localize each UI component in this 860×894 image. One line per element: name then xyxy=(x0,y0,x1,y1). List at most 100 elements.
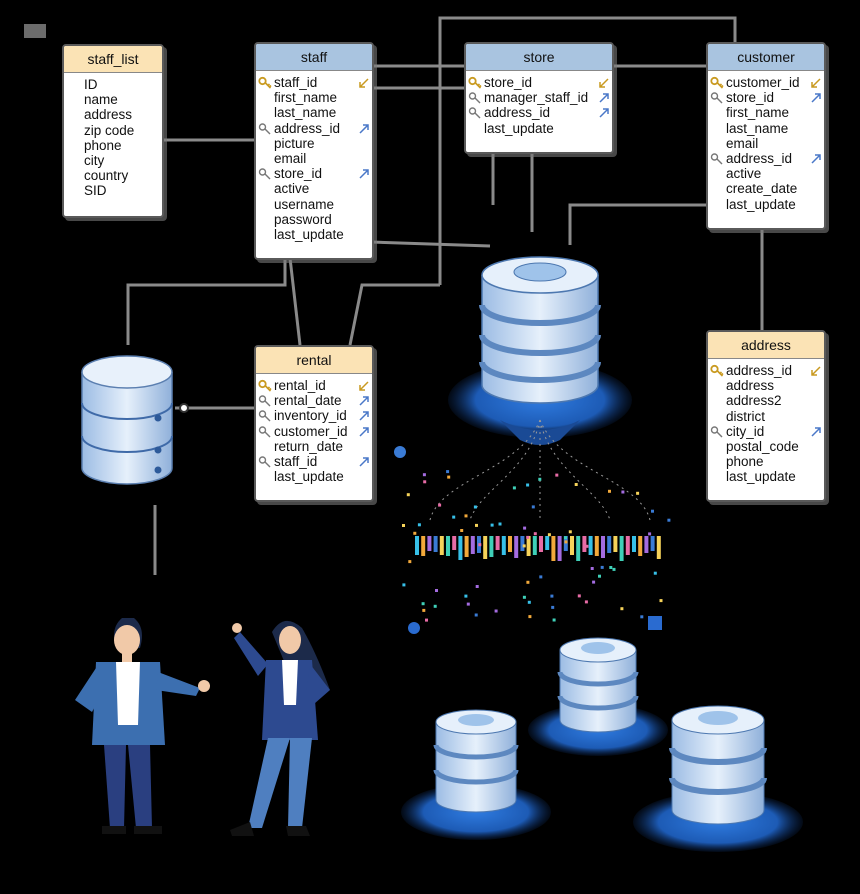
foreign-key-icon xyxy=(710,424,724,439)
data-bit xyxy=(498,522,502,526)
data-bit xyxy=(656,536,661,559)
column-row[interactable]: country xyxy=(66,168,162,183)
column-row[interactable]: customer_id xyxy=(708,75,824,90)
column-row[interactable]: active xyxy=(708,166,824,181)
column-row[interactable]: store_id xyxy=(708,90,824,105)
column-name: postal_code xyxy=(726,438,799,454)
column-row[interactable]: city_id xyxy=(708,424,824,439)
foreign-key-icon xyxy=(258,166,272,181)
column-row[interactable]: zip code xyxy=(66,123,162,138)
column-row[interactable]: address_id xyxy=(466,105,612,120)
column-row[interactable]: create_date xyxy=(708,181,824,196)
column-row[interactable]: phone xyxy=(708,454,824,469)
column-row[interactable]: address_id xyxy=(708,363,824,378)
column-row[interactable]: username xyxy=(256,197,372,212)
foreign-key-arrow-icon xyxy=(598,105,610,120)
data-bit xyxy=(545,536,550,550)
connectors xyxy=(126,16,764,575)
column-row[interactable]: picture xyxy=(256,136,372,151)
data-bit xyxy=(607,536,612,553)
column-row[interactable]: active xyxy=(256,181,372,196)
column-row[interactable]: address xyxy=(708,378,824,393)
primary-key-arrow-icon xyxy=(810,75,822,90)
column-row[interactable]: district xyxy=(708,409,824,424)
column-row[interactable]: address_id xyxy=(708,151,824,166)
column-row[interactable]: store_id xyxy=(466,75,612,90)
column-row[interactable]: email xyxy=(256,151,372,166)
data-bit xyxy=(563,536,568,551)
column-row[interactable]: address_id xyxy=(256,121,372,136)
data-bit xyxy=(550,594,554,598)
data-bit xyxy=(539,536,543,552)
column-name: ID xyxy=(84,77,98,92)
column-row[interactable]: name xyxy=(66,92,162,107)
nullable-marker-icon xyxy=(810,181,822,196)
column-row[interactable]: staff_id xyxy=(256,75,372,90)
column-row[interactable]: postal_code xyxy=(708,439,824,454)
column-name: staff_id xyxy=(274,75,318,90)
column-icon xyxy=(258,105,272,120)
column-row[interactable]: rental_id xyxy=(256,378,372,393)
data-bit xyxy=(619,536,624,561)
server-stack-icon xyxy=(528,637,668,756)
column-name: staff_id xyxy=(274,453,318,469)
primary-key-icon xyxy=(468,75,482,90)
column-row[interactable]: password xyxy=(256,212,372,227)
column-row[interactable]: address xyxy=(66,107,162,122)
connector-dot xyxy=(179,403,189,413)
data-bit xyxy=(526,535,530,539)
foreign-key-icon xyxy=(468,105,482,120)
column-row[interactable]: return_date xyxy=(256,439,372,454)
column-row[interactable]: customer_id xyxy=(256,424,372,439)
person-icon xyxy=(230,620,330,836)
column-row[interactable]: last_update xyxy=(466,121,612,136)
data-bit xyxy=(470,536,475,554)
data-bit xyxy=(592,580,596,584)
column-row[interactable]: last_name xyxy=(708,121,824,136)
foreign-key-arrow-icon xyxy=(358,121,370,136)
foreign-key-icon xyxy=(258,454,272,469)
data-bit xyxy=(638,536,643,556)
column-row[interactable]: store_id xyxy=(256,166,372,181)
column-name: district xyxy=(726,408,766,424)
column-row[interactable]: SID xyxy=(66,183,162,198)
column-row[interactable]: manager_staff_id xyxy=(466,90,612,105)
column-icon xyxy=(710,136,724,151)
column-row[interactable]: first_name xyxy=(256,90,372,105)
column-row[interactable]: last_update xyxy=(256,469,372,484)
data-bit xyxy=(577,594,581,598)
column-name: email xyxy=(726,135,759,151)
column-row[interactable]: last_name xyxy=(256,105,372,120)
column-row[interactable]: phone xyxy=(66,138,162,153)
column-row[interactable]: last_update xyxy=(708,469,824,484)
data-bit xyxy=(557,536,562,561)
column-row[interactable]: address2 xyxy=(708,393,824,408)
nullable-marker-icon xyxy=(358,469,370,484)
column-row[interactable]: last_update xyxy=(256,227,372,242)
column-row[interactable]: last_update xyxy=(708,197,824,212)
table-header: staff_list xyxy=(64,46,162,73)
server-stack-icon xyxy=(401,709,551,840)
column-row[interactable]: ID xyxy=(66,77,162,92)
column-row[interactable]: inventory_id xyxy=(256,408,372,423)
column-row[interactable]: email xyxy=(708,136,824,151)
column-row[interactable]: city xyxy=(66,153,162,168)
table-header: customer xyxy=(708,44,824,71)
nullable-marker-icon xyxy=(810,469,822,484)
column-name: address_id xyxy=(726,150,793,166)
data-bit xyxy=(447,475,451,479)
column-row[interactable]: first_name xyxy=(708,105,824,120)
column-row[interactable]: rental_date xyxy=(256,393,372,408)
data-bit xyxy=(539,575,543,579)
data-bit xyxy=(508,536,512,552)
foreign-key-arrow-icon xyxy=(358,454,370,469)
column-row[interactable]: staff_id xyxy=(256,454,372,469)
